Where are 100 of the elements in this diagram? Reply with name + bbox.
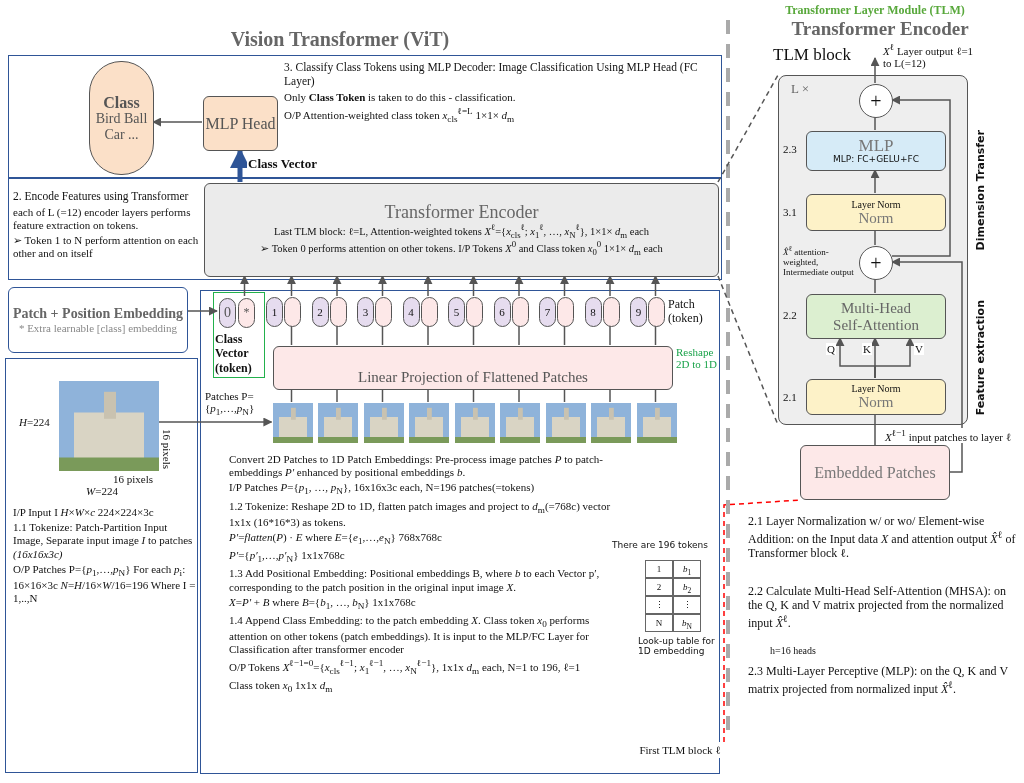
position-token: * bbox=[238, 298, 255, 328]
annotation-text: 3. Classify Class Tokens using MLP Decoder: Image Classification Using MLP Head (FC Layer) bbox=[284, 61, 699, 89]
annotation-text: O/P Attention-weighted class token x$_{cls}$$^{ℓ=L}$ 1×1× d$_{m}$ bbox=[284, 105, 516, 125]
label-text: Last TLM block: ℓ=L, Attention-weighted tokens X$^{ℓ}$={x$_{cls}$$^{ℓ}$; x$_{1}$$^{ℓ}$, …, x$_{N}$$^{ℓ}$}, 1×1× d$_{m}$ each bbox=[274, 222, 649, 240]
annotation-text: I/P Patches P={p$_{1}$, …, p$_{N}$}, 16x16x3c each, N=196 patches(=tokens) bbox=[229, 481, 536, 498]
annotation-text: ➢ Token 1 to N perform attention on each other and on itself bbox=[13, 234, 200, 261]
arrow bbox=[157, 417, 273, 427]
embedded-patches-box: Embedded Patches bbox=[800, 445, 950, 500]
table-cell: 2 bbox=[645, 578, 673, 596]
connector-line bbox=[609, 388, 611, 403]
annotation-text: X̂$^{ℓ}$ attention-weighted, Intermediate output bbox=[783, 245, 855, 278]
connector-line bbox=[654, 325, 657, 346]
connector-line bbox=[518, 325, 520, 346]
table-cell: 1 bbox=[645, 560, 673, 578]
arrow bbox=[514, 275, 524, 297]
connector-line bbox=[874, 116, 876, 131]
label-text: Layer Norm bbox=[851, 198, 901, 210]
annotation-text: Reshape 2D to 1D bbox=[676, 346, 718, 371]
label-text: ➢ Token 0 performs attention on other tokens. I/P Tokens X$^{0}$ and Class token x$_{0}$$^{0}$ 1×1× d$_{m}$ each bbox=[260, 239, 663, 258]
heading-text: Transformer Layer Module (TLM) bbox=[784, 4, 966, 18]
annotation-text: O/P Tokens X$^{ℓ−1=0}$={x$_{cls}$$^{ℓ−1}$; x$_{1}$$^{ℓ−1}$, …, x$_{N}$$^{ℓ−1}$}, 1x1x d$_{m}$ each, N=1 to 196, ℓ=1 bbox=[229, 658, 582, 678]
embedding-token bbox=[375, 297, 392, 327]
table-cell: b$_{1}$ bbox=[673, 560, 701, 578]
embedding-token bbox=[466, 297, 483, 327]
table-cell: ⋮ bbox=[673, 596, 701, 614]
annotation-text: H=224 bbox=[19, 416, 51, 429]
annotation-text: each of L (=12) encoder layers performs feature extraction on tokens. bbox=[13, 205, 192, 233]
image-patch bbox=[272, 403, 313, 443]
label-text: Self-Attention bbox=[833, 316, 919, 333]
attention-box bbox=[806, 294, 946, 339]
annotation-text: O/P Patches P={p$_{1}$,…,p$_{N}$} For each p$_{i}$: 16×16×3c N=H/16×W/16=196 Where I = 1,..,N bbox=[13, 562, 197, 606]
arrow bbox=[332, 275, 342, 297]
step-number: 3.1 bbox=[783, 206, 798, 219]
embedding-token bbox=[420, 297, 438, 327]
dashed-line bbox=[717, 275, 779, 426]
annotation-text: X=P′ + B where B={b$_{1}$, …, b$_{N}$} 1x1x768c bbox=[229, 595, 417, 612]
position-token: 0 bbox=[219, 298, 236, 328]
class-output-box bbox=[89, 61, 154, 175]
arrow bbox=[870, 169, 880, 194]
image-patch bbox=[545, 403, 586, 443]
section-panel bbox=[5, 358, 198, 773]
position-token: 7 bbox=[539, 297, 556, 327]
connector-line bbox=[654, 388, 657, 403]
position-token: 5 bbox=[448, 297, 465, 327]
sum-circle: + bbox=[859, 84, 893, 118]
connector-line bbox=[381, 388, 384, 403]
connector-line bbox=[336, 325, 338, 346]
edge-label: K bbox=[862, 343, 872, 356]
label-text: Bird Ball Car ... bbox=[94, 111, 149, 143]
edge-label: V bbox=[914, 343, 924, 356]
image-patch bbox=[363, 403, 404, 443]
image-patch bbox=[636, 403, 677, 443]
table-cell: N bbox=[645, 614, 673, 632]
arrow bbox=[287, 275, 296, 297]
arrow bbox=[423, 275, 433, 297]
connector-line bbox=[874, 278, 876, 294]
label-text: MLP: FC+GELU+FC bbox=[833, 155, 919, 166]
annotation-text: Feature extraction bbox=[975, 300, 988, 416]
annotation-text: 2.3 Multi-Layer Perceptive (MLP): on the Q, K and V matrix projected from normalized input X̂$^{ℓ}$. bbox=[748, 665, 1009, 697]
step-number: 2.1 bbox=[783, 391, 798, 404]
position-token: 3 bbox=[357, 297, 374, 327]
embedding-token bbox=[648, 297, 665, 327]
annotation-text: h=16 heads bbox=[770, 645, 817, 657]
image-patch bbox=[454, 403, 495, 443]
annotation-text: 16 pixels bbox=[161, 429, 174, 470]
step-number: 2.2 bbox=[783, 309, 798, 322]
arrow bbox=[874, 337, 915, 379]
sum-circle: + bbox=[859, 246, 893, 280]
annotation-text: 1.3 Add Positional Embedding: Positional embeddings B, where b to each Vector p′, corresponding to the patch position in the original input image X. bbox=[229, 567, 601, 594]
label-text: Multi-Head bbox=[841, 300, 911, 317]
diagram-title: Vision Transformer (ViT) bbox=[229, 28, 451, 51]
connector-line bbox=[336, 388, 338, 403]
embedding-token bbox=[284, 297, 301, 327]
annotation-text: 16 pixels bbox=[113, 473, 155, 486]
annotation-text: 1.2 Tokenize: Reshape 2D to 1D, flatten patch images and project to d$_{m}$(=768c) vector 1x1x (16*16*3) as tokens. bbox=[229, 499, 612, 529]
position-token: 9 bbox=[630, 297, 647, 327]
norm-box bbox=[806, 194, 946, 231]
connector-line bbox=[427, 325, 429, 346]
connector-line bbox=[472, 388, 475, 403]
edge-label: Q bbox=[826, 343, 836, 356]
table-cell: ⋮ bbox=[645, 596, 673, 614]
image-patch bbox=[591, 403, 631, 443]
image-patch bbox=[318, 403, 358, 443]
arrow bbox=[891, 95, 951, 257]
connector-line bbox=[874, 229, 876, 246]
arrow bbox=[891, 257, 963, 473]
annotation-text: 2.1 Layer Normalization w/ or wo/ Element-wise Addition: on the Input data X and attention output X̂$^{ℓ}$ of Transformer block ℓ. bbox=[748, 515, 1017, 561]
label-text: Patch + Position Embedding bbox=[12, 306, 184, 322]
image-grid bbox=[59, 381, 159, 471]
connector-line bbox=[874, 413, 876, 446]
connector-line bbox=[427, 388, 429, 403]
connector-line bbox=[290, 388, 293, 403]
connector-line bbox=[290, 325, 293, 346]
annotation-text: 2.2 Calculate Multi-Head Self-Attention (MHSA): on the Q, K and V matrix projected from the normalized input X̂$^{ℓ}$. bbox=[748, 585, 1007, 631]
arrow bbox=[560, 275, 569, 297]
label-text: MLP bbox=[858, 136, 894, 155]
annotation-text: Look-up table for 1D embedding bbox=[638, 636, 716, 657]
annotation-text: W=224 bbox=[86, 485, 119, 498]
annotation-text: There are 196 tokens bbox=[612, 540, 709, 551]
label-text: Transformer Encoder bbox=[384, 202, 539, 223]
